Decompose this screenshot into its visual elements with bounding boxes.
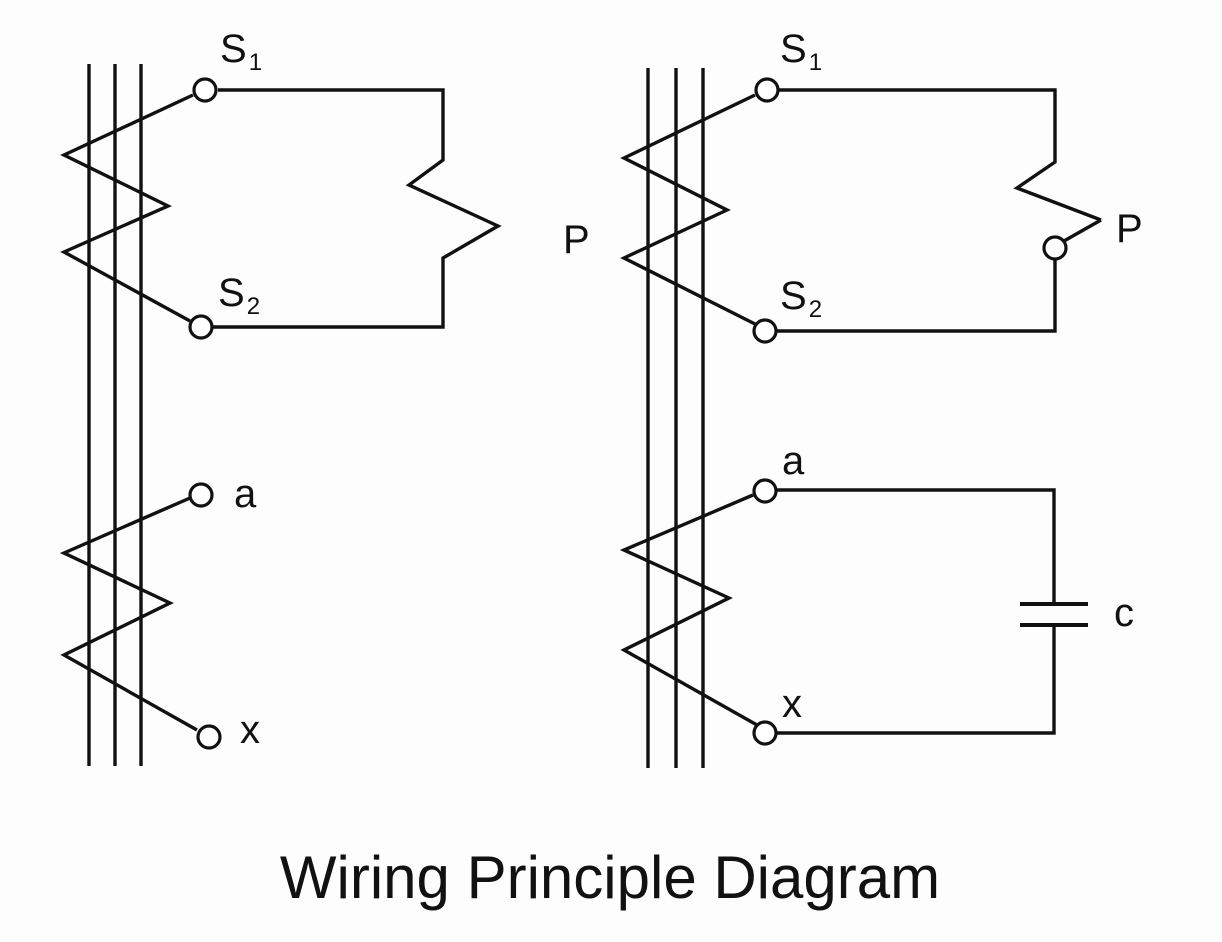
left-secondary-winding xyxy=(59,496,198,732)
left-terminal-s1 xyxy=(192,77,218,103)
right-secondary-winding xyxy=(619,493,758,727)
right-terminal-s1 xyxy=(754,77,780,103)
right-terminal-x xyxy=(752,720,778,746)
right-potentiometer-terminal xyxy=(1042,235,1068,261)
left-load-resistor xyxy=(212,88,502,329)
right-label-a: a xyxy=(782,439,805,483)
right-label-s1: S1 xyxy=(780,27,822,76)
right-terminal-a xyxy=(752,478,778,504)
right-label-x: x xyxy=(782,682,802,726)
left-circuit: S1 S2 a x xyxy=(59,27,502,766)
right-capacitor-top-wire xyxy=(776,488,1056,604)
left-label-s1: S1 xyxy=(220,27,262,76)
left-terminal-s2 xyxy=(188,314,214,340)
left-terminal-x xyxy=(196,724,222,750)
right-capacitor-bottom-wire xyxy=(776,625,1056,735)
right-circuit: S1 S2 a x P P c xyxy=(563,27,1143,768)
right-terminal-s2 xyxy=(752,318,778,344)
left-label-x: x xyxy=(240,708,260,752)
capacitor-icon xyxy=(1020,602,1088,627)
right-label-p-right: P xyxy=(1116,207,1143,251)
right-label-p-left: P xyxy=(563,218,590,262)
right-label-s2: S2 xyxy=(780,274,822,323)
right-load-return xyxy=(776,259,1057,333)
right-primary-winding xyxy=(620,93,756,326)
diagram-title: Wiring Principle Diagram xyxy=(280,844,940,911)
left-label-s2: S2 xyxy=(218,271,260,320)
right-label-c: c xyxy=(1114,591,1134,635)
right-load-potentiometer xyxy=(778,88,1102,222)
left-terminal-a xyxy=(188,482,214,508)
left-primary-winding xyxy=(60,93,194,323)
left-label-a: a xyxy=(234,472,257,516)
right-potentiometer-wiper xyxy=(1063,218,1102,243)
